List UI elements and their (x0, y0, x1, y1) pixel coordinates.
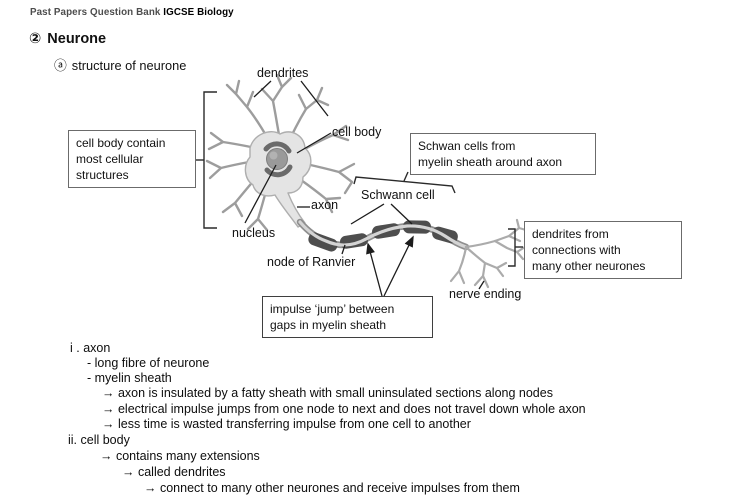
label-cell-body: cell body (332, 125, 382, 139)
label-nerve-ending: nerve ending (449, 287, 522, 301)
subsection-letter-icon: ⓐ (54, 58, 67, 73)
note-connect-neurones: → connect to many other neurones and rec… (144, 481, 520, 495)
note-myelin-sheath: - myelin sheath (87, 371, 172, 385)
label-axon: axon (311, 198, 339, 212)
label-nucleus: nucleus (232, 226, 276, 240)
schwann-bracket (353, 176, 456, 194)
callout-cell-body-note: cell body contain most cellular structur… (68, 130, 196, 188)
note-cell-body-heading: ii. cell body (68, 433, 130, 447)
label-node-of-ranvier: node of Ranvier (267, 255, 356, 269)
brackets (195, 91, 523, 267)
impulse-arrows (366, 235, 414, 297)
callout-dendrite-connections-note: dendrites from connections with many oth… (524, 221, 682, 279)
axon-core-graphic (298, 220, 468, 249)
subsection-heading: ⓐ structure of neurone (54, 55, 186, 74)
header-series: Past Papers Question Bank (30, 7, 161, 18)
note-less-time: → less time is wasted transferring impul… (102, 417, 471, 431)
section-number-icon: ② (29, 31, 42, 47)
callout-impulse-note: impulse ‘jump’ between gaps in myelin sh… (262, 296, 433, 338)
myelin-sheath-segments (308, 220, 458, 252)
label-dendrites: dendrites (257, 66, 309, 80)
cell-body-bracket (203, 91, 217, 229)
section-title: Neurone (47, 31, 107, 47)
note-called-dendrites: → called dendrites (122, 465, 226, 479)
label-schwann-cell: Schwann cell (361, 188, 435, 202)
subsection-title: structure of neurone (71, 58, 187, 73)
note-long-fibre: - long fibre of neurone (87, 356, 210, 370)
header-subject: IGCSE Biology (163, 7, 234, 18)
cell-body-graphic (244, 130, 312, 228)
nucleus-graphic (263, 141, 293, 178)
nerve-ending-graphic (449, 218, 528, 289)
page-header: Past Papers Question Bank IGCSE Biology (30, 7, 234, 18)
note-insulated: → axon is insulated by a fatty sheath wi… (102, 386, 553, 400)
pointer-lines (244, 80, 485, 290)
note-axon-heading: i . axon (70, 341, 111, 355)
note-impulse-jumps: → electrical impulse jumps from one node… (102, 402, 586, 416)
callout-schwann-note: Schwan cells from myelin sheath around a… (410, 133, 596, 175)
note-extensions: → contains many extensions (100, 449, 260, 463)
section-heading: ② Neurone (29, 31, 106, 47)
